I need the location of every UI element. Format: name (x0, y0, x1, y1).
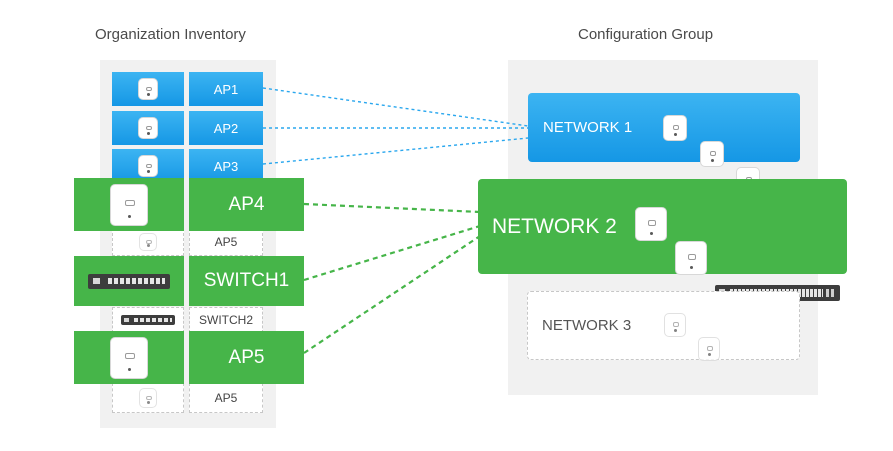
ap5-faded-bottom-device-tile (112, 383, 184, 413)
ap4-label[interactable]: AP4 (189, 178, 304, 231)
ap5-faded-bottom-label: AP5 (189, 383, 263, 413)
ap1-device-tile[interactable] (112, 72, 184, 106)
switch2-label: SWITCH2 (189, 307, 263, 333)
network2-label: NETWORK 2 (492, 214, 617, 238)
link-ap1-network1 (262, 87, 529, 127)
access-point-icon (700, 141, 724, 167)
switch1-label[interactable]: SWITCH1 (189, 256, 304, 306)
access-point-icon (110, 183, 148, 226)
access-point-icon (698, 337, 720, 361)
access-point-icon (139, 233, 157, 251)
switch2-device-tile (112, 307, 184, 333)
link-switch1-network2 (303, 224, 481, 282)
switch-icon (121, 315, 175, 325)
ap4-device-tile[interactable] (74, 178, 184, 231)
switch-icon (88, 273, 170, 289)
access-point-icon (664, 313, 686, 337)
access-point-icon (675, 241, 707, 275)
access-point-icon (139, 388, 157, 408)
network3-card[interactable]: NETWORK 3 (527, 291, 800, 361)
switch1-device-tile[interactable] (74, 256, 184, 306)
network1-label: NETWORK 1 (543, 119, 633, 136)
access-point-icon (138, 117, 158, 139)
access-point-icon (663, 115, 687, 141)
link-ap4-network2 (303, 202, 481, 214)
network3-label: NETWORK 3 (542, 316, 632, 334)
ap1-label[interactable]: AP1 (189, 72, 263, 106)
organization-inventory-heading: Organization Inventory (95, 26, 246, 43)
ap2-label[interactable]: AP2 (189, 111, 263, 145)
access-point-icon (138, 78, 158, 100)
ap2-device-tile[interactable] (112, 111, 184, 145)
ap3-label[interactable]: AP3 (189, 149, 263, 183)
ap5-faded-device-tile (112, 228, 184, 256)
access-point-icon (110, 336, 148, 379)
access-point-icon (635, 207, 667, 241)
network2-card[interactable]: NETWORK 2 (478, 179, 847, 301)
access-point-icon (138, 155, 158, 177)
network1-card[interactable]: NETWORK 1 (528, 93, 800, 193)
ap3-device-tile[interactable] (112, 149, 184, 183)
ap5-label[interactable]: AP5 (189, 331, 304, 384)
ap5-device-tile[interactable] (74, 331, 184, 384)
configuration-group-heading: Configuration Group (578, 26, 714, 43)
ap5-faded-label: AP5 (189, 228, 263, 256)
link-ap3-network1 (262, 137, 529, 165)
